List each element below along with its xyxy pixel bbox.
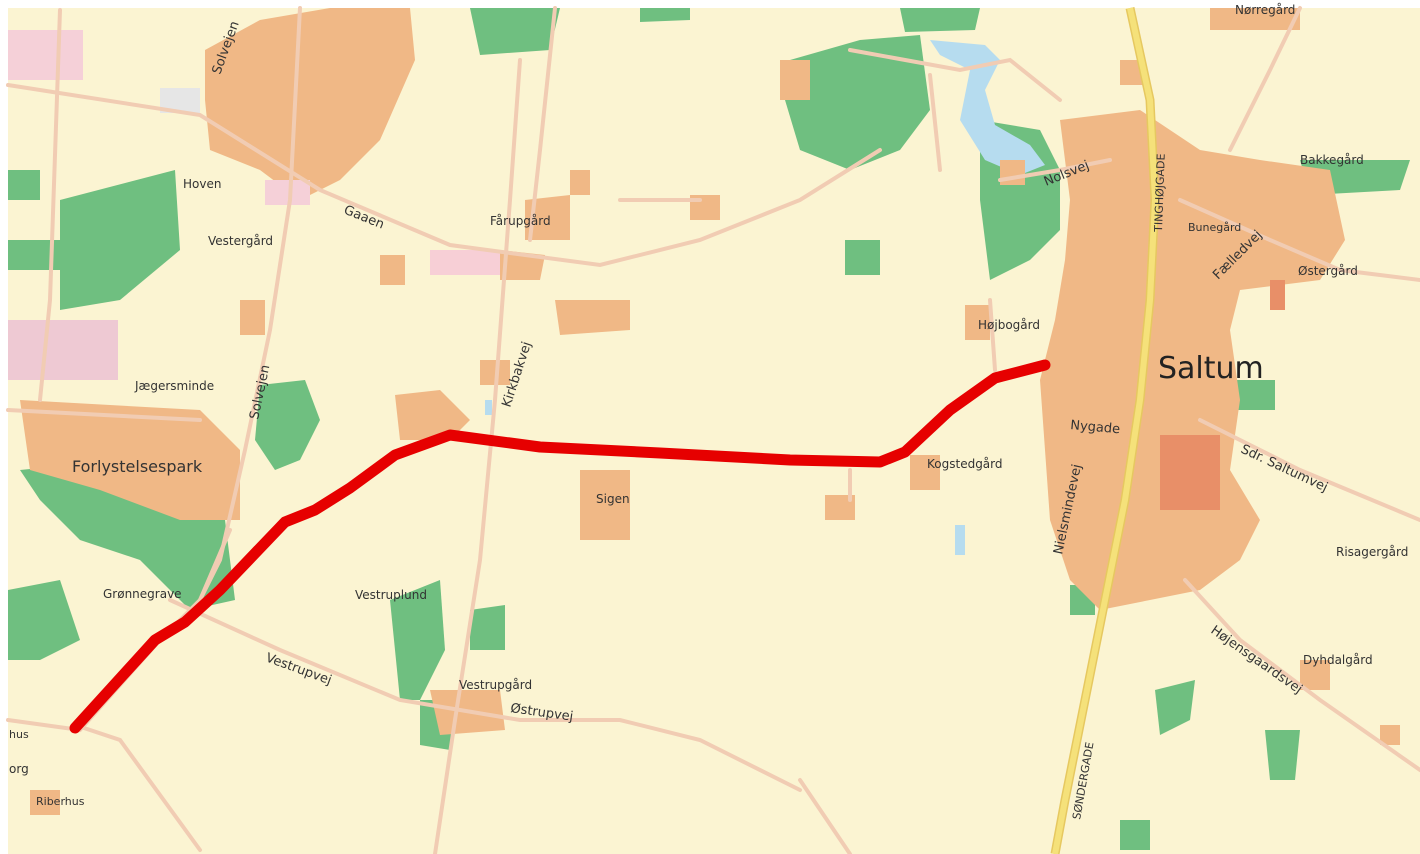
- label-hoven: Hoven: [183, 177, 221, 191]
- label-bunegard: Bunegård: [1188, 221, 1241, 234]
- main-road-fill: [1052, 7, 1159, 854]
- industrial-areas: [8, 30, 1285, 510]
- label-riberhus: Riberhus: [36, 795, 85, 808]
- route-line[interactable]: [69, 359, 1051, 734]
- label-bakkegard: Bakkegård: [1300, 153, 1364, 167]
- label-norregard: Nørregård: [1235, 3, 1295, 17]
- label-gronnegrave: Grønnegrave: [103, 587, 182, 601]
- label-vestrupgard: Vestrupgård: [459, 678, 532, 692]
- label-dyhdalgard: Dyhdalgård: [1303, 653, 1373, 667]
- minor-roads: [6, 6, 1420, 854]
- label-farupgard: Fårupgård: [490, 214, 551, 228]
- label-hus: hus: [9, 728, 29, 741]
- label-hojbogard: Højbogård: [978, 318, 1040, 332]
- label-sigen: Sigen: [596, 492, 630, 506]
- label-forlystelsespark: Forlystelsespark: [72, 457, 203, 476]
- label-org: org: [9, 762, 29, 776]
- label-jaegersminde: Jægersminde: [134, 379, 214, 393]
- label-saltum: Saltum: [1158, 351, 1264, 386]
- label-tinghojgade: TINGHØJGADE: [1152, 153, 1168, 233]
- label-kogstedgard: Kogstedgård: [927, 457, 1003, 471]
- label-risagergard: Risagergård: [1336, 545, 1408, 559]
- label-vestergard: Vestergård: [208, 234, 273, 248]
- label-nygade: Nygade: [1070, 418, 1121, 437]
- label-ostergard: Østergård: [1298, 264, 1358, 278]
- label-vestruplund: Vestruplund: [355, 588, 427, 602]
